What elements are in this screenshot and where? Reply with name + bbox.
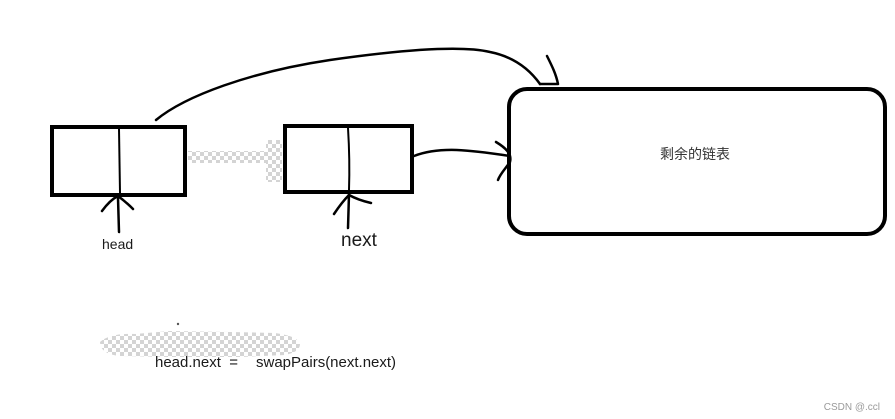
code-assign-left: head.next =	[155, 354, 238, 371]
next-label: next	[341, 230, 378, 251]
code-assign-right: swapPairs(next.next)	[256, 354, 396, 371]
erased-link-head-to-next	[188, 140, 282, 182]
head-node	[50, 125, 187, 197]
next-node	[283, 124, 414, 194]
rest-list-box: 剩余的链表	[507, 87, 887, 236]
watermark: CSDN @.ccl	[824, 402, 880, 413]
arrow-next-to-rest	[412, 140, 512, 182]
head-pointer-arrow	[100, 194, 135, 234]
rest-list-label: 剩余的链表	[660, 146, 730, 163]
erased-code-region	[100, 322, 300, 357]
arrow-head-to-rest	[154, 47, 560, 122]
next-pointer-arrow	[332, 192, 373, 230]
head-label: head	[102, 236, 133, 252]
